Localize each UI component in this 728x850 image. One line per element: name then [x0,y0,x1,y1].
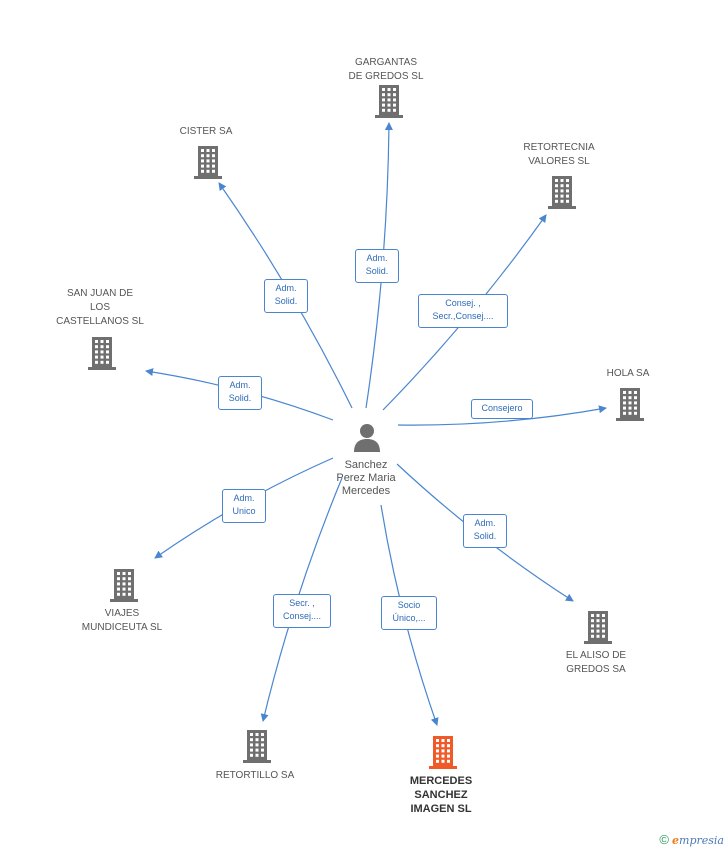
relation-label-line: Adm. [366,253,388,263]
relation-label-line: Adm. [229,380,251,390]
person-name-line-3: Mercedes [341,485,391,497]
company-node-gargantas[interactable] [374,83,404,124]
brand-logo-initial: e [672,834,680,847]
relation-label-line: Adm. [474,518,496,528]
building-icon [375,85,403,118]
relation-label-line: Adm. [233,493,255,503]
relation-label-line: Socio [397,600,421,610]
building-icon [429,736,457,769]
relation-label-sanjuan[interactable]: Adm. Solid. [218,376,262,410]
person-node[interactable] [352,422,382,454]
company-node-aliso[interactable] [583,609,613,650]
relation-edge-hola [397,405,607,426]
relation-label-cister[interactable]: Adm. Solid. [264,279,308,313]
relation-label-line: Solid. [365,266,389,276]
company-node-viajes[interactable] [109,567,139,608]
relation-label-retortillo[interactable]: Secr. , Consej.... [273,594,331,628]
company-label-retortillo[interactable]: RETORTILLO SA [215,770,295,781]
relation-label-line: Secr.,Consej.... [432,311,494,321]
company-node-mercedes[interactable] [428,734,458,775]
company-node-retortillo[interactable] [242,728,272,769]
building-icon [88,337,116,370]
relation-label-retortecnia[interactable]: Consej. , Secr.,Consej.... [418,294,508,328]
company-label-hola[interactable]: HOLA SA [606,368,650,379]
relation-label-line: Adm. [275,283,297,293]
company-node-retortecnia[interactable] [547,174,577,215]
relation-label-viajes[interactable]: Adm. Unico [222,489,266,523]
company-node-sanjuan[interactable] [87,335,117,376]
company-label-retortecnia[interactable]: RETORTECNIA VALORES SL [523,142,595,167]
company-label-aliso[interactable]: EL ALISO DE GREDOS SA [565,650,627,675]
building-icon [243,730,271,763]
company-label-gargantas[interactable]: GARGANTAS DE GREDOS SL [348,57,424,82]
building-icon [194,146,222,179]
relation-label-line: Consej.... [282,611,322,621]
building-icon [584,611,612,644]
company-node-cister[interactable] [193,144,223,185]
company-node-hola[interactable] [615,386,645,427]
person-name-line-1: Sanchez [344,459,388,471]
building-icon [110,569,138,602]
relation-label-line: Secr. , [289,598,315,608]
person-name-line-2: Perez Maria [336,472,396,484]
relation-label-line: Solid. [473,531,497,541]
person-icon [354,424,380,452]
relation-label-aliso[interactable]: Adm. Solid. [463,514,507,548]
relation-label-line: Solid. [228,393,252,403]
relation-label-line: Solid. [274,296,298,306]
footer-brand: © empresia [659,832,724,847]
relation-label-line: Consej. , [445,298,481,308]
relation-label-line: Único,... [392,613,426,623]
company-label-cister[interactable]: CISTER SA [179,126,233,137]
company-label-mercedes[interactable]: MERCEDES SANCHEZ IMAGEN SL [409,775,473,815]
person-name: Sanchez Perez Maria Mercedes [336,459,395,498]
copyright-symbol: © [659,832,669,847]
brand-logo-text: mpresia [679,834,724,847]
company-label-viajes[interactable]: VIAJES MUNDICEUTA SL [81,608,163,633]
company-label-sanjuan[interactable]: SAN JUAN DE LOS CASTELLANOS SL [56,288,144,327]
relation-label-hola[interactable]: Consejero [471,399,533,419]
relation-label-line: Consejero [481,403,523,413]
relation-label-gargantas[interactable]: Adm. Solid. [355,249,399,283]
building-icon [616,388,644,421]
relation-label-line: Unico [232,506,256,516]
building-icon [548,176,576,209]
